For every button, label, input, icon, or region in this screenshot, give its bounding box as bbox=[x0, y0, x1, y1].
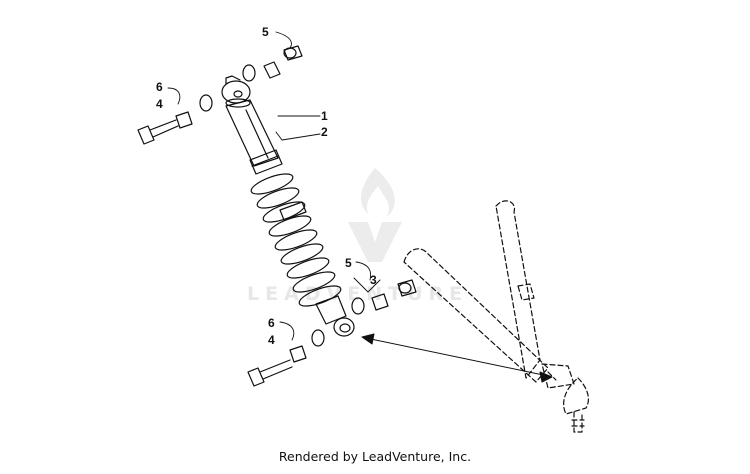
upper-left-washer bbox=[199, 94, 213, 112]
callout-4-upper: 4 bbox=[156, 97, 163, 111]
footer-credit: Rendered by LeadVenture, Inc. bbox=[278, 449, 472, 464]
assembly-arrow bbox=[361, 333, 553, 383]
lower-shaft bbox=[315, 295, 347, 325]
callout-1: 1 bbox=[321, 109, 328, 123]
shock-body bbox=[225, 99, 279, 167]
callout-5-lower: 5 bbox=[345, 256, 352, 270]
leadventure-flame-logo bbox=[348, 168, 402, 262]
spring-retainer bbox=[279, 201, 307, 221]
callout-6-upper: 6 bbox=[156, 80, 163, 94]
shock-absorber bbox=[221, 75, 355, 337]
leader-lines bbox=[167, 31, 381, 341]
watermark-text: LEADVENTURE bbox=[247, 283, 468, 305]
upper-bolt bbox=[137, 119, 179, 145]
lower-left-bushing bbox=[289, 345, 307, 363]
lower-right-spacer bbox=[371, 293, 389, 311]
callout-5-upper: 5 bbox=[262, 25, 269, 39]
callout-6-lower: 6 bbox=[268, 316, 275, 330]
callout-2: 2 bbox=[321, 125, 328, 139]
upper-hardware bbox=[137, 45, 303, 145]
spring-collar bbox=[249, 149, 283, 175]
upper-right-spacer bbox=[263, 61, 281, 79]
upper-left-bushing bbox=[175, 111, 193, 129]
upper-right-washer bbox=[242, 64, 256, 82]
lower-bolt bbox=[247, 359, 293, 387]
callout-4-lower: 4 bbox=[268, 333, 275, 347]
a-arm bbox=[403, 200, 590, 433]
callout-3: 3 bbox=[370, 273, 377, 287]
lower-eyelet-bushing bbox=[333, 317, 355, 337]
lower-left-washer bbox=[311, 329, 325, 347]
lower-hardware bbox=[247, 279, 417, 387]
upper-eyelet-hole bbox=[233, 90, 243, 98]
callout-labels: 5 6 4 1 2 5 3 6 4 bbox=[156, 25, 377, 347]
lower-right-washer bbox=[351, 297, 365, 315]
